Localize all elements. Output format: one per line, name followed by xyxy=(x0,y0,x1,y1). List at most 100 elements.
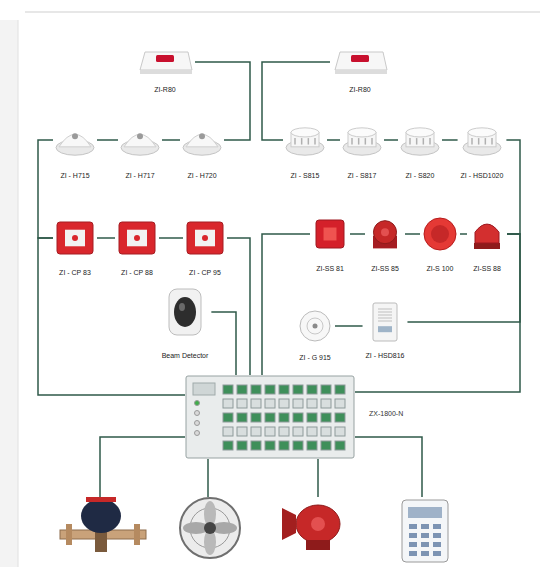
wire xyxy=(350,233,365,235)
beacon-base xyxy=(474,243,500,249)
detector-top xyxy=(468,128,496,137)
device-node: ZI - HSD816 xyxy=(363,301,408,360)
keypad-key xyxy=(409,551,417,556)
output-wire xyxy=(355,437,422,497)
wire xyxy=(159,237,183,239)
panel-led xyxy=(195,431,200,436)
wire xyxy=(38,140,53,238)
zone-button xyxy=(335,427,345,436)
device-icon xyxy=(469,216,505,252)
device-icon xyxy=(370,301,400,343)
device-node: ZI - CP 88 xyxy=(115,220,159,277)
detector-body xyxy=(300,311,330,341)
wire xyxy=(195,62,250,140)
device-node: ZI - H715 xyxy=(53,121,97,180)
device-node: ZI-S 100 xyxy=(420,216,460,273)
device-label: ZI - H717 xyxy=(125,171,154,180)
detector-top xyxy=(406,128,434,137)
wire xyxy=(384,139,398,141)
side-strip xyxy=(0,20,18,567)
device-label: ZI - H715 xyxy=(60,171,89,180)
plate-edge xyxy=(335,70,387,74)
grille-line xyxy=(378,315,392,316)
panel-display xyxy=(193,383,215,395)
device-label: ZI-SS 88 xyxy=(473,264,501,273)
bell-body xyxy=(424,218,456,250)
zone-button xyxy=(265,413,275,422)
device-node: ZI - HSD1020 xyxy=(458,121,507,180)
keypad-key xyxy=(421,542,429,547)
zone-button xyxy=(335,441,345,450)
call-point-button xyxy=(202,235,208,241)
zone-button xyxy=(251,385,261,394)
zone-button xyxy=(307,399,317,408)
wire xyxy=(442,139,458,141)
zone-button xyxy=(279,385,289,394)
beam-housing xyxy=(169,289,201,335)
wire xyxy=(97,139,118,141)
keypad-key xyxy=(433,524,441,529)
panel-housing xyxy=(186,376,354,458)
device-node: ZI-R80 xyxy=(330,47,390,94)
keypad-key xyxy=(409,533,417,538)
wire xyxy=(327,139,340,141)
output-wire xyxy=(207,459,209,497)
indicator xyxy=(156,55,174,62)
detector-slot xyxy=(308,138,310,144)
siren-horn xyxy=(282,508,296,540)
device-label: ZI - HSD1020 xyxy=(461,171,504,180)
detector-box xyxy=(373,303,397,341)
zone-button xyxy=(251,427,261,436)
device-node: ZI - G 915 xyxy=(295,309,335,362)
call-point-body xyxy=(119,222,155,254)
valve-top xyxy=(86,497,116,502)
wire xyxy=(97,237,115,239)
sounder-lens xyxy=(381,228,389,236)
zone-button xyxy=(237,413,247,422)
zone-button xyxy=(223,385,233,394)
keypad-key xyxy=(409,542,417,547)
valve-flange xyxy=(66,524,72,545)
panel-led xyxy=(195,421,200,426)
zone-button xyxy=(293,427,303,436)
detector-slot xyxy=(371,138,373,144)
device-icon xyxy=(297,309,333,343)
output-wire xyxy=(317,459,319,497)
wire xyxy=(355,234,520,392)
valve-flange xyxy=(134,524,140,545)
keypad-key xyxy=(421,551,429,556)
wire xyxy=(38,238,185,395)
grille-line xyxy=(378,321,392,322)
device-node: ZI - S815 xyxy=(283,121,327,180)
device-icon xyxy=(285,121,325,159)
zone-button xyxy=(237,427,247,436)
wire xyxy=(335,325,363,327)
detector-slot xyxy=(358,138,360,144)
zone-button xyxy=(223,399,233,408)
device-icon xyxy=(137,47,193,77)
device-label: Beam Detector xyxy=(162,351,209,360)
siren-base xyxy=(306,540,330,550)
detector-slot xyxy=(351,138,353,144)
zone-button xyxy=(307,413,317,422)
plate xyxy=(335,52,387,70)
device-icon xyxy=(55,121,95,159)
zone-button xyxy=(237,399,247,408)
sounder-beacon xyxy=(324,228,337,241)
device-label: ZI - CP 83 xyxy=(59,268,91,277)
device-node: ZI - H720 xyxy=(180,121,224,180)
zone-button xyxy=(307,441,317,450)
device-label: ZI-R80 xyxy=(154,85,175,94)
device-icon xyxy=(422,216,458,252)
zone-button xyxy=(307,427,317,436)
sounder-body xyxy=(373,221,396,244)
device-node: ZI-SS 88 xyxy=(467,216,507,273)
output-wire xyxy=(100,437,185,497)
device-label: ZI - G 915 xyxy=(299,353,331,362)
zone-button xyxy=(293,385,303,394)
zone-button xyxy=(265,441,275,450)
zone-button xyxy=(321,399,331,408)
sensor xyxy=(199,133,205,139)
call-point-body xyxy=(187,222,223,254)
